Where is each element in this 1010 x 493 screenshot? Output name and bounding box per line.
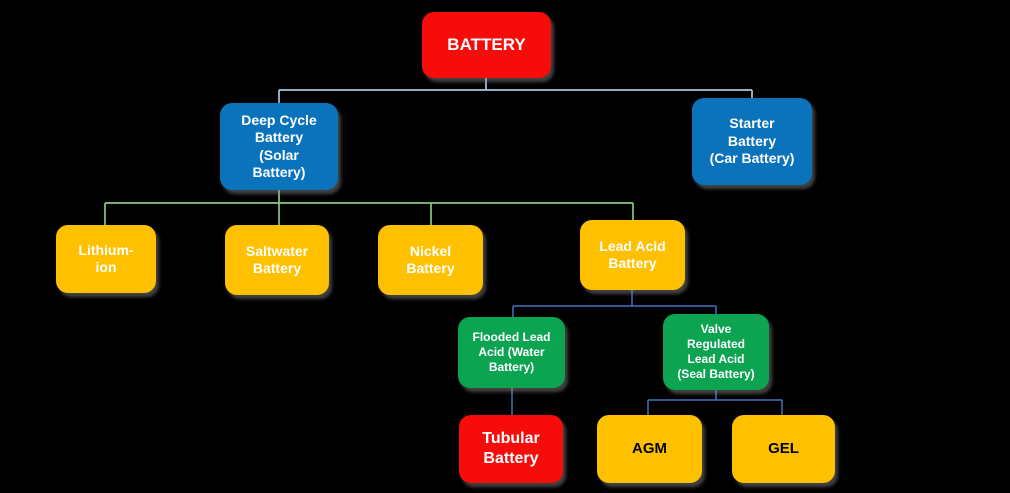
node-tubular-battery: Tubular Battery [459, 415, 563, 483]
node-agm: AGM [597, 415, 702, 483]
node-gel: GEL [732, 415, 835, 483]
node-starter-battery: Starter Battery (Car Battery) [692, 98, 812, 185]
edge-deepcycle-to-yellow-row [104, 190, 634, 225]
node-deep-cycle-battery: Deep Cycle Battery (Solar Battery) [220, 103, 338, 190]
node-saltwater-battery: Saltwater Battery [225, 225, 329, 295]
node-lead-acid-battery: Lead Acid Battery [580, 220, 685, 290]
node-flooded-lead-acid-label: Flooded Lead Acid (Water Battery) [472, 330, 551, 374]
node-lithium-ion: Lithium- ion [56, 225, 156, 293]
node-nickel-battery: Nickel Battery [378, 225, 483, 295]
node-flooded-lead-acid: Flooded Lead Acid (Water Battery) [458, 317, 565, 388]
node-saltwater-battery-label: Saltwater Battery [245, 242, 309, 277]
node-lead-acid-battery-label: Lead Acid Battery [599, 237, 666, 272]
node-tubular-battery-label: Tubular Battery [482, 430, 540, 467]
node-nickel-battery-label: Nickel Battery [406, 242, 455, 277]
node-agm-label: AGM [632, 439, 667, 457]
node-battery: BATTERY [422, 12, 551, 78]
node-starter-battery-label: Starter Battery (Car Battery) [709, 115, 795, 167]
node-valve-regulated-lead-acid-label: Valve Regulated Lead Acid (Seal Battery) [677, 322, 755, 381]
node-gel-label: GEL [768, 439, 799, 457]
edge-leadacid-to-green-row [512, 290, 717, 317]
node-battery-label: BATTERY [447, 35, 526, 55]
edge-valve-to-agm-gel [647, 390, 783, 415]
edge-battery-to-blue-row [278, 78, 753, 103]
node-valve-regulated-lead-acid: Valve Regulated Lead Acid (Seal Battery) [663, 314, 769, 390]
node-deep-cycle-battery-label: Deep Cycle Battery (Solar Battery) [241, 111, 317, 181]
node-lithium-ion-label: Lithium- ion [78, 241, 134, 276]
